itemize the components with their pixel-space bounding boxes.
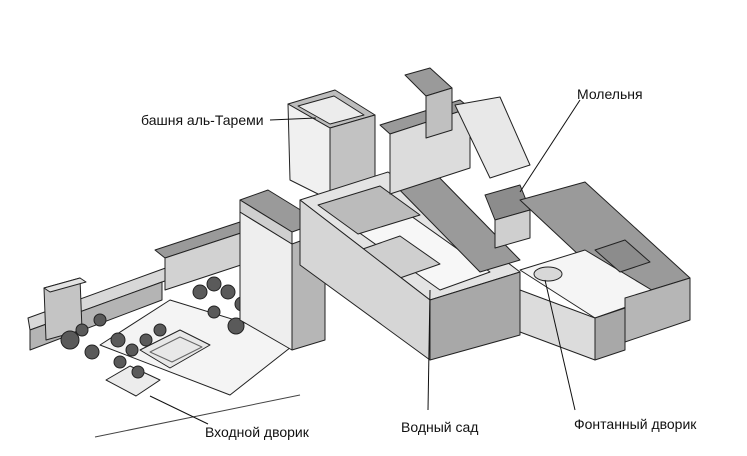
water-garden	[317, 167, 521, 273]
label-water-garden: Водный сад	[401, 419, 479, 435]
east-wing	[519, 181, 691, 361]
oratory	[484, 184, 531, 249]
label-fountain-court: Фонтанный дворик	[574, 416, 697, 432]
north-buildings	[379, 67, 531, 195]
tower-al-taremi	[287, 89, 376, 201]
leader-lines	[149, 99, 581, 425]
label-entrance-court: Входной дворик	[205, 424, 309, 440]
leader-entrance	[149, 395, 209, 425]
left-gallery	[154, 221, 251, 291]
leader-fountain	[544, 279, 576, 411]
ground-line	[94, 394, 301, 438]
label-oratory: Молельня	[577, 86, 643, 102]
leader-water	[427, 289, 431, 411]
label-tower: башня аль-Тареми	[141, 112, 264, 128]
leader-oratory	[519, 99, 581, 193]
leader-tower	[269, 117, 317, 121]
